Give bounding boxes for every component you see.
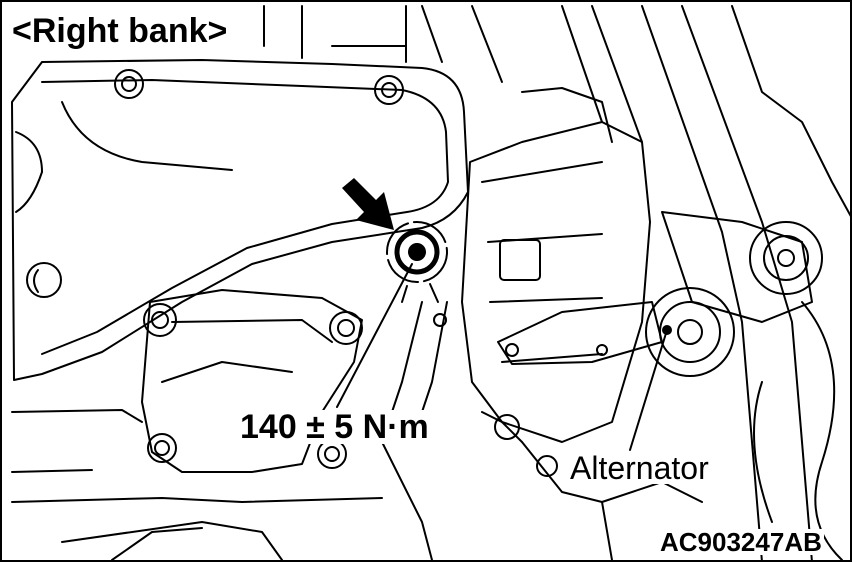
drive-belt xyxy=(641,5,763,560)
bracket-bolt-2 xyxy=(329,311,363,345)
cover-bolt-1 xyxy=(114,69,144,99)
torque-leader-line xyxy=(336,263,413,408)
torque-spec-label: 140 ± 5 N·m xyxy=(238,408,431,446)
alternator-body xyxy=(461,121,651,443)
idler-pulley xyxy=(749,221,823,295)
alternator-mount-bolt xyxy=(494,414,520,440)
cover-bolt-2 xyxy=(374,75,404,105)
alternator-label: Alternator xyxy=(568,450,711,486)
alternator-leader-line xyxy=(629,329,668,451)
alternator-arm xyxy=(497,301,663,365)
pointer-arrow-icon xyxy=(342,178,394,230)
target-bolt-flange xyxy=(386,221,448,283)
cover-bolt-3 xyxy=(26,262,62,298)
timing-cover-outline xyxy=(11,59,469,381)
bracket-bolt-3 xyxy=(147,433,177,463)
tensioner-arm xyxy=(661,211,813,323)
target-bolt-head xyxy=(394,229,440,275)
diagram-title: <Right bank> xyxy=(12,12,228,50)
figure-code: AC903247AB xyxy=(658,527,824,557)
bracket-bolt-1 xyxy=(143,303,177,337)
alternator-pulley xyxy=(645,287,735,377)
